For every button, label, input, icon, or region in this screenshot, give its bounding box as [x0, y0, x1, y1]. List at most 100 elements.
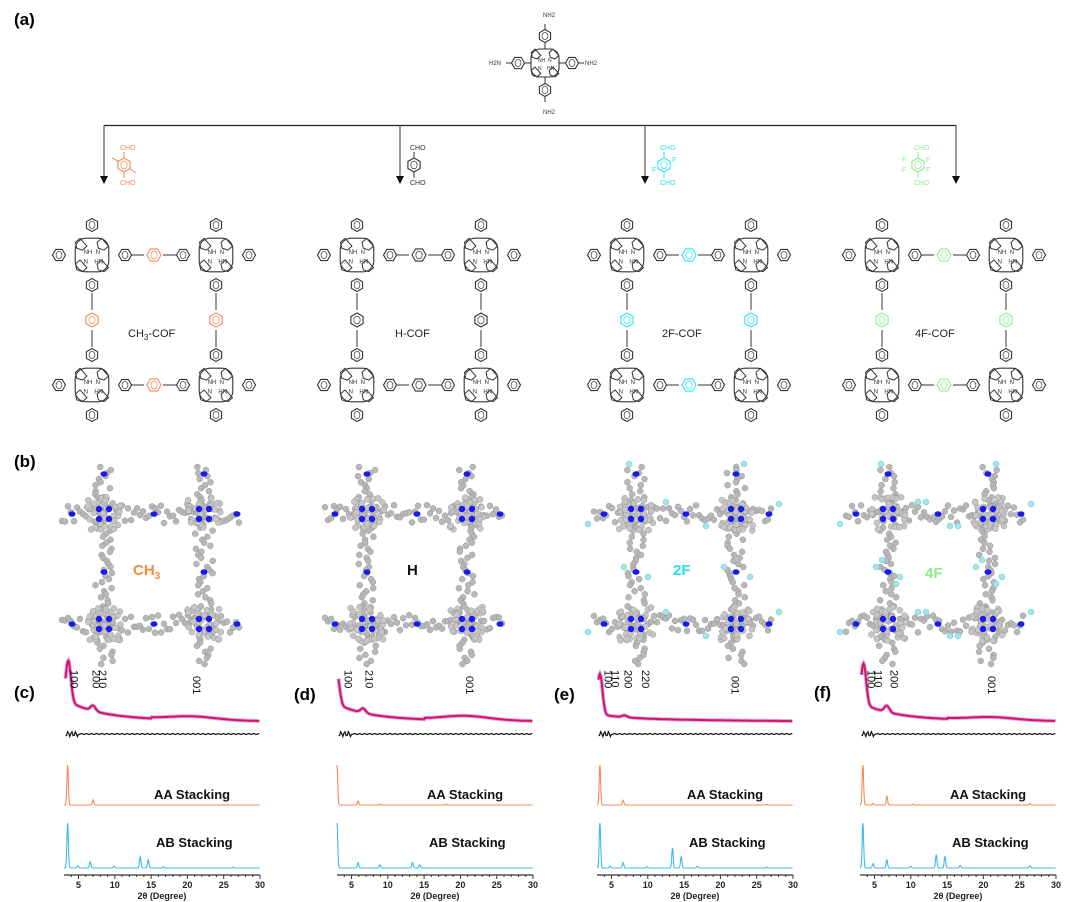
carbon-atom [347, 514, 354, 521]
carbon-atom [611, 519, 619, 526]
carbon-atom [423, 621, 431, 628]
carbon-atom [480, 617, 488, 625]
aldehyde-label: CHO [410, 145, 426, 152]
carbon-atom [351, 498, 358, 505]
carbon-atom [478, 504, 485, 511]
carbon-atom [469, 572, 477, 580]
hkl-label: 110 [872, 670, 884, 688]
carbon-atom [739, 563, 747, 571]
carbon-atom [470, 533, 478, 540]
benzene-ring [85, 277, 99, 293]
carbon-atom [625, 594, 632, 601]
carbon-atom [590, 612, 598, 620]
nitrogen-label: N [84, 259, 88, 265]
carbon-atom [993, 466, 1000, 474]
aromatic-circle [245, 381, 253, 389]
carbon-atom [362, 651, 369, 659]
pyrrole-ring [485, 367, 499, 381]
nitrogen-label: N [349, 389, 353, 395]
nitrogen-atom [468, 625, 476, 633]
carbon-atom [371, 635, 378, 642]
pyrrole-ring [485, 259, 499, 273]
carbon-atom [411, 614, 419, 622]
carbon-atom [118, 626, 126, 634]
carbon-atom [724, 482, 731, 489]
x-tick-label: 10 [906, 880, 916, 890]
nitrogen-label: N [220, 380, 224, 386]
nitrogen-atom [737, 625, 745, 633]
carbon-atom [741, 594, 749, 601]
carbon-atom [593, 515, 601, 522]
pyrrole-ring [198, 389, 212, 403]
carbon-atom [863, 514, 871, 521]
pyrrole-ring [361, 237, 375, 251]
aromatic-circle [150, 380, 158, 390]
nitrogen-label: NH [619, 250, 628, 256]
carbon-atom [457, 485, 465, 492]
nitrogen-label: NH [998, 250, 1007, 256]
nitrogen-atom [468, 505, 476, 513]
carbon-atom [346, 620, 354, 627]
fluorine-atom [625, 460, 633, 468]
benzene-ring [744, 347, 758, 363]
aromatic-circle [1002, 281, 1010, 289]
carbon-atom [998, 508, 1006, 515]
carbon-atom [121, 615, 129, 623]
carbon-atom [358, 594, 365, 601]
benzene-ring [1031, 248, 1047, 262]
aa-stacking-curve [64, 764, 260, 806]
cof-label-ch3: CH3-COF [128, 328, 176, 343]
carbon-atom [739, 609, 746, 616]
nitrogen-atom [363, 569, 371, 575]
carbon-atom [636, 635, 643, 642]
carbon-atom [453, 611, 460, 618]
amine-label: NH2 [543, 13, 556, 19]
fluorine-atom [702, 522, 710, 530]
carbon-atom [207, 645, 214, 653]
carbon-atom [97, 463, 104, 471]
carbon-atom [616, 503, 624, 511]
fluorine-atom [702, 632, 710, 640]
nitrogen-label: HN [483, 389, 492, 395]
aromatic-circle [120, 160, 128, 170]
carbon-atom [429, 505, 437, 512]
nitrogen-label: NH [998, 380, 1007, 386]
carbon-atom [748, 626, 756, 633]
nitrogen-atom [1017, 511, 1025, 517]
aromatic-circle [212, 221, 220, 229]
nitrogen-atom [195, 505, 203, 513]
panel-label-a: (a) [14, 10, 35, 29]
pyrrole-ring [988, 367, 1002, 381]
nitrogen-atom [95, 505, 103, 513]
aromatic-circle [747, 281, 755, 289]
carbon-atom [975, 648, 983, 656]
benzene-ring [744, 217, 758, 233]
nitrogen-label: N [886, 250, 890, 256]
carbon-atom [975, 551, 983, 559]
nitrogen-atom [884, 471, 892, 477]
linker-ring [936, 378, 952, 392]
aromatic-circle [88, 315, 96, 325]
carbon-atom [90, 509, 97, 517]
carbon-atom [738, 548, 746, 556]
carbon-atom [355, 635, 362, 643]
benzene-ring [620, 407, 634, 423]
benzene-ring [175, 378, 191, 392]
carbon-atom [941, 508, 949, 515]
carbon-atom [92, 633, 100, 640]
nitrogen-label: HN [547, 66, 555, 72]
fluorine-atom [946, 632, 954, 640]
carbon-atom [378, 628, 385, 636]
carbon-atom [878, 482, 885, 489]
benzene-ring [776, 378, 792, 392]
carbon-atom [896, 523, 903, 531]
aromatic-circle [477, 315, 485, 325]
carbon-atom [972, 512, 980, 519]
carbon-atom [354, 472, 362, 480]
